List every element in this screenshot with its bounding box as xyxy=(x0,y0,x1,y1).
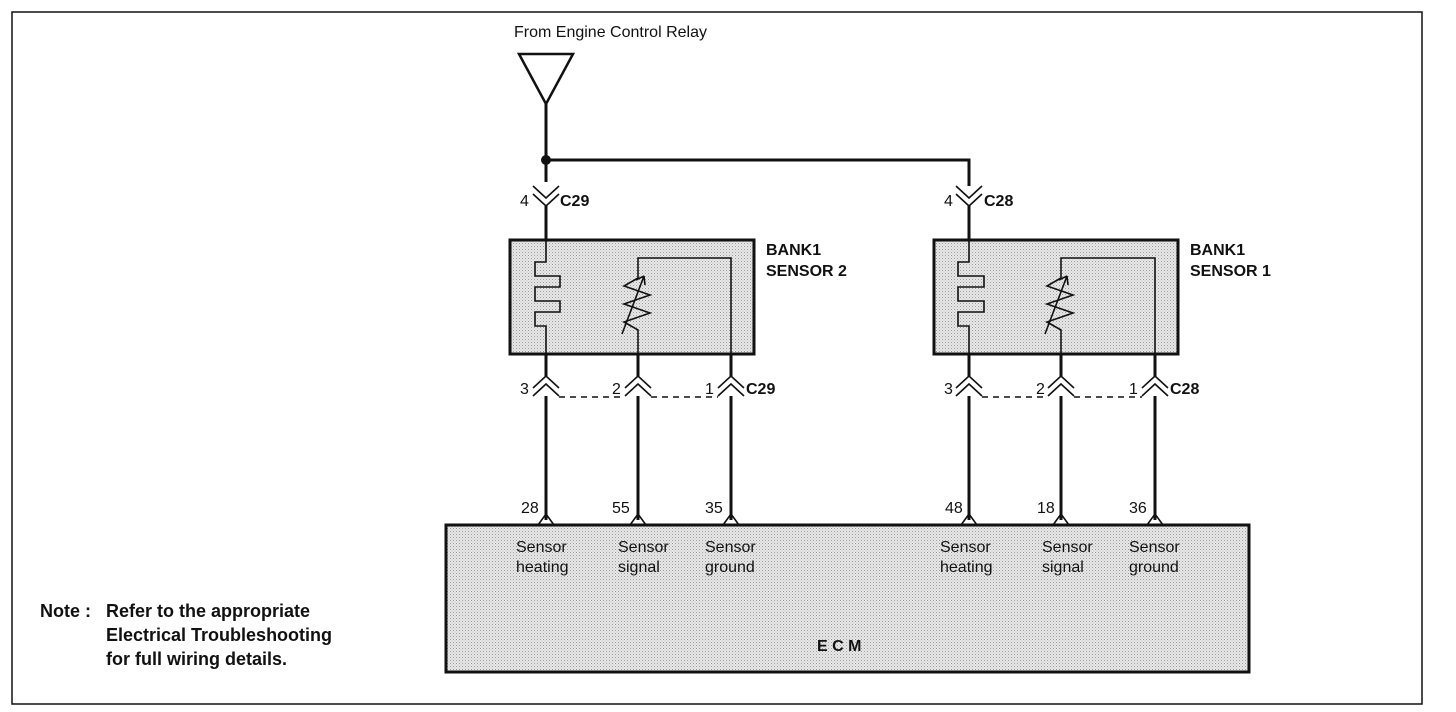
power-source-symbol xyxy=(516,52,576,107)
svg-text:3: 3 xyxy=(520,381,529,398)
diagram-frame xyxy=(11,11,1423,705)
sensor-box-bank1-sensor2 xyxy=(508,238,756,356)
power-branch-wire xyxy=(546,158,971,182)
ecm-pin-number: 18 xyxy=(1037,500,1055,517)
svg-text:4: 4 xyxy=(520,193,529,210)
sensor-label-left-line1: BANK1 xyxy=(766,242,821,259)
sensor-label-right-line1: BANK1 xyxy=(1190,242,1245,259)
ecm-terminal-label: heating xyxy=(940,559,993,576)
ecm-terminal-label: Sensor xyxy=(705,539,756,556)
ecm-terminal-label: signal xyxy=(618,559,660,576)
sensor-box-bank1-sensor1 xyxy=(932,238,1180,356)
svg-text:C29: C29 xyxy=(746,381,775,398)
svg-text:2: 2 xyxy=(612,381,621,398)
splice-point xyxy=(541,155,551,165)
ecm-terminal-label: ground xyxy=(1129,559,1179,576)
connector-c29-bottom: 3 2 1 C29 xyxy=(520,374,775,398)
svg-text:4: 4 xyxy=(944,193,953,210)
ecm-terminal-pins xyxy=(537,512,1164,526)
connector-c28-bottom: 3 2 1 C28 xyxy=(944,374,1199,398)
ecm-terminal-label: Sensor xyxy=(1042,539,1093,556)
svg-text:C28: C28 xyxy=(984,193,1013,210)
svg-text:2: 2 xyxy=(1036,381,1045,398)
ecm-pin-number: 48 xyxy=(945,500,963,517)
note-line-2: Electrical Troubleshooting xyxy=(106,625,332,645)
ecm-terminal-label: Sensor xyxy=(516,539,567,556)
ecm-terminal-label: Sensor xyxy=(1129,539,1180,556)
ecm-terminal-label: heating xyxy=(516,559,569,576)
ecm-name: E C M xyxy=(817,638,861,655)
sensor-label-left-line2: SENSOR 2 xyxy=(766,263,847,280)
note-line-3: for full wiring details. xyxy=(106,649,287,669)
ecm-pin-number: 28 xyxy=(521,500,539,517)
ecm-terminal-label: ground xyxy=(705,559,755,576)
ecm-pin-number: 36 xyxy=(1129,500,1147,517)
note-line-1: Refer to the appropriate xyxy=(106,601,310,621)
ecm-terminal-label: Sensor xyxy=(618,539,669,556)
svg-text:C29: C29 xyxy=(560,193,589,210)
svg-text:C28: C28 xyxy=(1170,381,1199,398)
ecm-box xyxy=(444,523,1251,674)
ecm-pin-number: 55 xyxy=(612,500,630,517)
svg-text:1: 1 xyxy=(705,381,714,398)
note-prefix: Note : xyxy=(40,601,91,621)
source-label: From Engine Control Relay xyxy=(514,24,707,41)
ecm-wires xyxy=(544,354,1157,520)
svg-text:1: 1 xyxy=(1129,381,1138,398)
ecm-pin-number: 35 xyxy=(705,500,723,517)
ecm-terminal-label: Sensor xyxy=(940,539,991,556)
ecm-terminal-label: signal xyxy=(1042,559,1084,576)
sensor-label-right-line2: SENSOR 1 xyxy=(1190,263,1271,280)
svg-text:3: 3 xyxy=(944,381,953,398)
